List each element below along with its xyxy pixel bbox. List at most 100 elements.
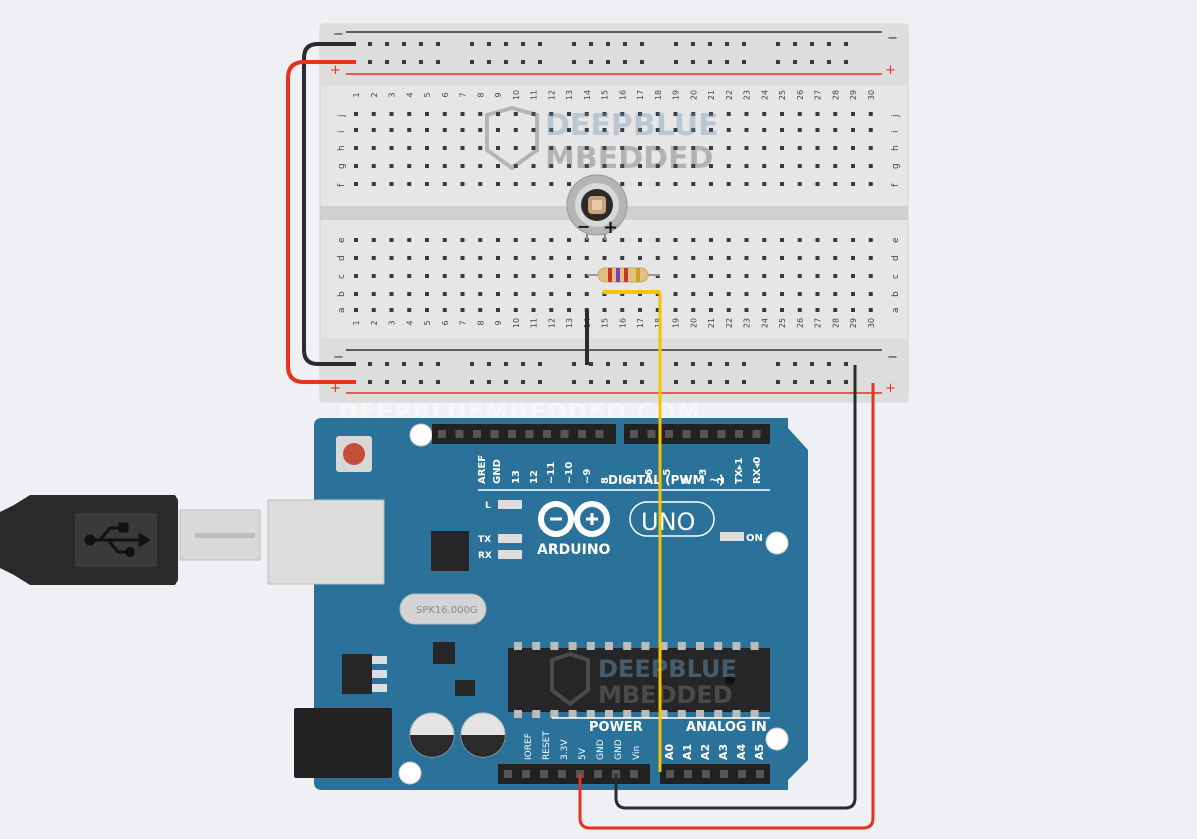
digital-pin-label: RX◂0: [752, 457, 763, 484]
row-label: e: [891, 237, 901, 243]
usb-cable: [0, 495, 261, 585]
column-label: 29: [849, 318, 858, 328]
column-label: 29: [849, 90, 858, 100]
column-label: 5: [423, 92, 432, 97]
rail-minus-label-tl: −: [333, 27, 344, 42]
arduino-brand: ARDUINO: [537, 542, 611, 558]
crystal-label: SPK16.000G: [416, 605, 478, 616]
column-label: 25: [778, 318, 787, 328]
column-label: 5: [423, 320, 432, 325]
column-label: 3: [388, 92, 397, 97]
digital-pin-label: ~3: [698, 469, 709, 484]
rail-minus-label-br: −: [887, 350, 898, 365]
resistor: [587, 267, 660, 283]
rail-minus-label-tr: −: [887, 31, 898, 46]
column-label: 10: [512, 318, 521, 328]
column-label: 18: [654, 90, 663, 100]
led-l-label: L: [485, 501, 491, 511]
rail-plus-label-bl: +: [330, 381, 341, 396]
row-label: c: [337, 274, 347, 279]
power-pin-label: GND: [614, 739, 624, 760]
column-label: 27: [814, 90, 823, 100]
column-label: 28: [831, 90, 840, 100]
watermark-logo-top: DEEPBLUE MBEDDED: [485, 105, 719, 176]
dc-jack: [294, 708, 392, 778]
arduino-model: UNO: [641, 508, 695, 536]
power-pin-label: RESET: [542, 731, 552, 760]
digital-pin-label: ~5: [662, 469, 673, 484]
usb-icon: [84, 522, 151, 557]
mount-hole-4: [398, 761, 422, 785]
column-label: 4: [405, 92, 414, 97]
watermark-line1: DEEPBLUE: [545, 108, 719, 143]
usb-chip: [431, 531, 469, 571]
column-label: 10: [512, 90, 521, 100]
column-label: 1: [352, 92, 361, 97]
column-label: 11: [530, 90, 539, 100]
wires: [286, 42, 662, 384]
analog-pin-label: A3: [717, 744, 730, 760]
crystal-oscillator: [399, 593, 487, 625]
row-label: j: [891, 114, 901, 118]
usb-b-port: [267, 499, 385, 585]
column-label: 22: [725, 90, 734, 100]
row-label: e: [337, 237, 347, 243]
transistor: [455, 680, 475, 696]
column-label: 16: [618, 90, 627, 100]
analog-pin-label: A1: [681, 744, 694, 760]
digital-pin-label: 12: [529, 470, 540, 484]
row-label: b: [891, 291, 901, 297]
analog-pin-label: A2: [699, 744, 712, 760]
row-label: g: [891, 163, 901, 169]
external-wires: [578, 365, 875, 830]
column-label: 14: [583, 90, 592, 100]
reset-button[interactable]: [343, 443, 365, 465]
led-tx: [498, 534, 522, 543]
column-label: 16: [618, 318, 627, 328]
arduino-logo-icon: [538, 501, 610, 537]
led-rx-label: RX: [478, 551, 492, 561]
digital-pin-label: ~6: [644, 469, 655, 484]
voltage-regulator: [342, 654, 372, 694]
row-label: i: [891, 130, 901, 133]
mount-hole-3: [765, 727, 789, 751]
digital-pin-label: ~10: [564, 462, 575, 484]
analog-pin-label: A5: [753, 744, 766, 760]
row-label: a: [337, 307, 347, 313]
row-label: b: [337, 291, 347, 297]
column-label: 8: [476, 320, 485, 325]
column-label: 12: [547, 90, 556, 100]
column-label: 13: [565, 318, 574, 328]
column-label: 21: [707, 318, 716, 328]
sensor-plus-label: +: [603, 217, 618, 238]
analog-pin-label: A4: [735, 743, 748, 760]
column-label: 11: [530, 318, 539, 328]
power-pin-label: 5V: [578, 747, 588, 760]
column-label: 20: [689, 90, 698, 100]
row-label: i: [337, 130, 347, 133]
column-label: 3: [388, 320, 397, 325]
watermark-logo-board: DEEPBLUE MBEDDED: [550, 651, 737, 709]
on-label: ON: [746, 533, 763, 544]
digital-header-left: [432, 424, 616, 444]
breadboard-labels: 1122334455667788991010111112121313141415…: [337, 90, 901, 328]
watermark-board-line2: MBEDDED: [598, 681, 733, 709]
column-label: 15: [601, 90, 610, 100]
row-label: f: [337, 183, 347, 187]
chip-pins: [514, 642, 759, 718]
digital-pin-label: 8: [600, 477, 611, 484]
row-label: d: [891, 255, 901, 261]
analog-header: [660, 764, 770, 784]
watermark-board-line1: DEEPBLUE: [598, 655, 737, 683]
power-pin-label: Vin: [632, 746, 642, 760]
digital-pin-label: 13: [511, 470, 522, 484]
watermark-line2: MBEDDED: [545, 141, 713, 176]
digital-pin-label: ~9: [582, 469, 593, 484]
rail-plus-label-br: +: [885, 381, 896, 396]
digital-label: DIGITAL (PWM ~): [608, 473, 724, 487]
column-label: 21: [707, 90, 716, 100]
column-label: 24: [760, 318, 769, 328]
